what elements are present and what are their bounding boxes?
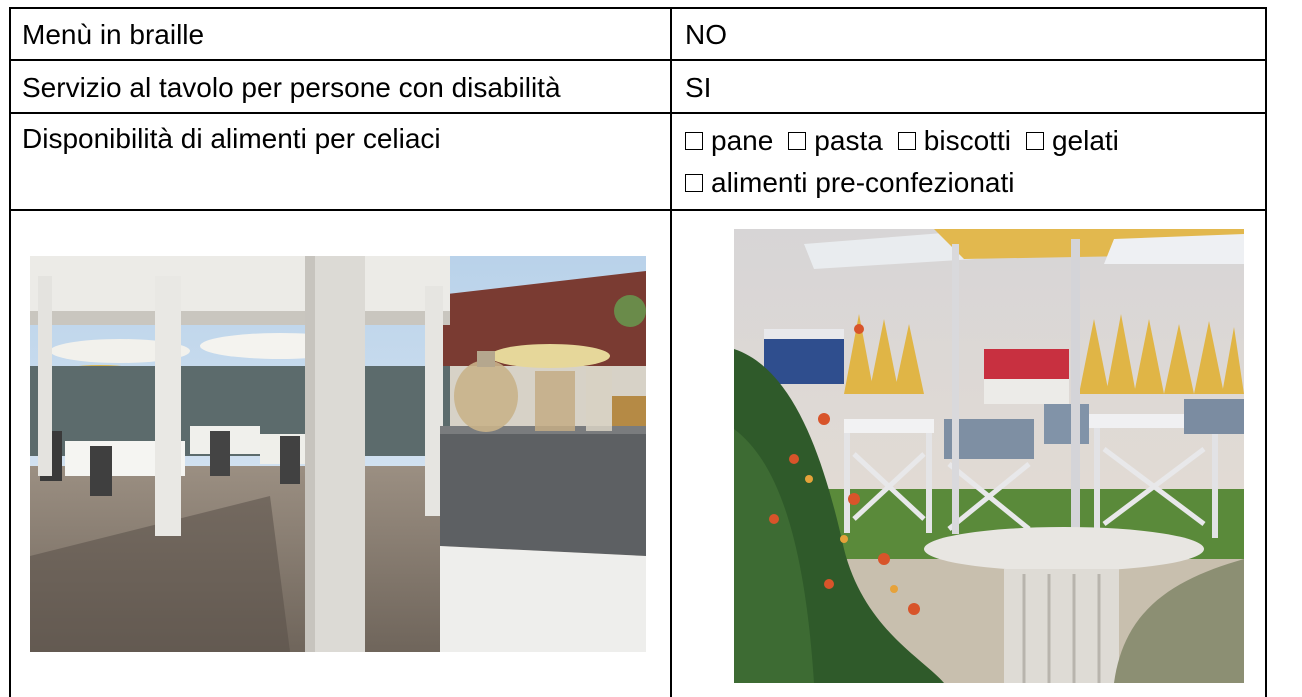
option-label: biscotti (923, 125, 1011, 156)
checkbox-icon[interactable] (1025, 132, 1044, 150)
celiac-options-line-1: pane pasta biscotti gelati (685, 123, 1134, 159)
table-row-divider (9, 59, 1267, 61)
braille-menu-label: Menù in braille (22, 19, 205, 50)
celiac-option-ice-cream[interactable]: gelati (1025, 123, 1119, 159)
braille-menu-value: NO (685, 19, 727, 50)
checkbox-icon[interactable] (897, 132, 916, 150)
table-border-left (9, 7, 11, 697)
restaurant-terrace-photo-icon (30, 256, 646, 652)
table-service-value: SI (685, 72, 712, 103)
checkbox-icon[interactable] (788, 132, 807, 150)
celiac-option-biscuits[interactable]: biscotti (897, 123, 1011, 159)
celiac-option-pasta[interactable]: pasta (788, 123, 883, 159)
table-column-divider (670, 7, 672, 697)
option-label: pane (711, 125, 774, 156)
checkbox-icon[interactable] (685, 132, 703, 150)
celiac-option-bread[interactable]: pane (685, 123, 773, 159)
celiac-option-packaged-foods[interactable]: alimenti pre-confezionati (685, 165, 1015, 201)
option-label: alimenti pre-confezionati (711, 167, 1015, 198)
checkbox-icon[interactable] (685, 174, 703, 192)
table-row-divider (9, 209, 1267, 211)
celiac-options-line-2: alimenti pre-confezionati (685, 165, 1030, 201)
table-service-label: Servizio al tavolo per persone con disab… (22, 72, 561, 103)
accessibility-info-table: Menù in braille NO Servizio al tavolo pe… (9, 7, 1267, 697)
beach-garden-photo-icon (734, 229, 1244, 683)
table-border-right (1265, 7, 1267, 697)
celiac-foods-label: Disponibilità di alimenti per celiaci (22, 123, 441, 154)
option-label: pasta (814, 125, 883, 156)
table-row-divider (9, 112, 1267, 114)
table-border-top (9, 7, 1267, 9)
option-label: gelati (1051, 125, 1119, 156)
